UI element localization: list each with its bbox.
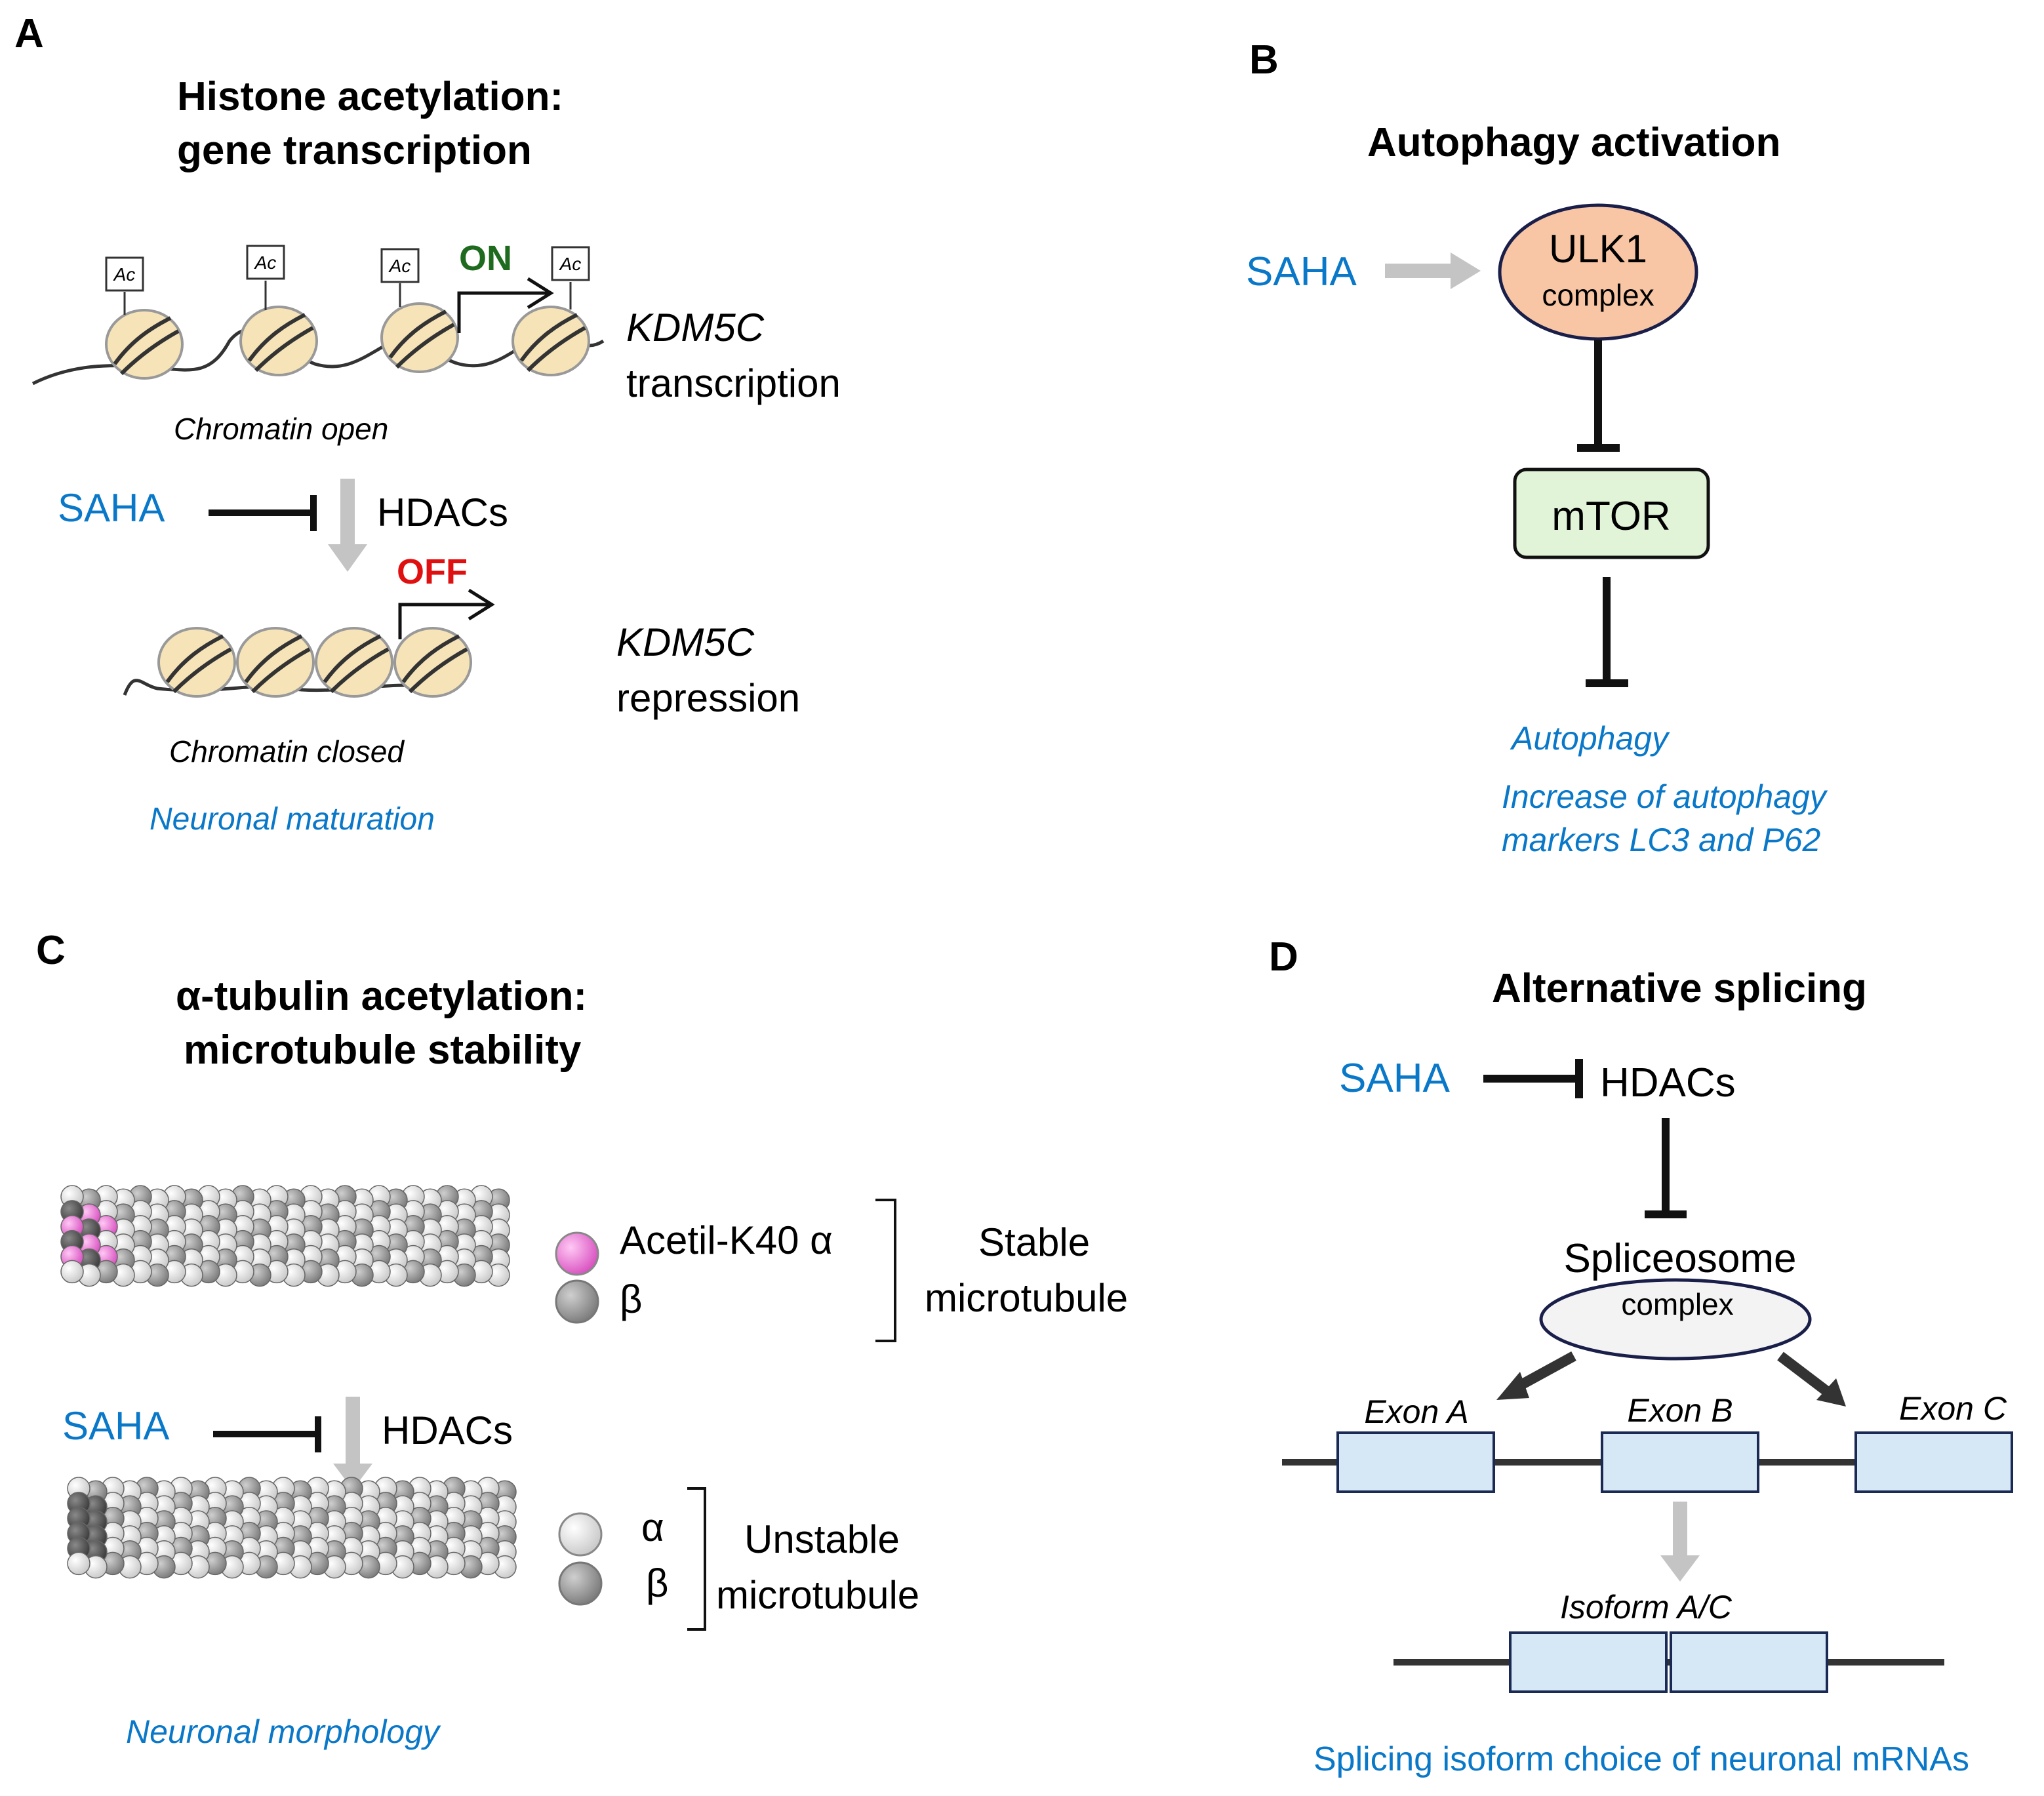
panel-a-title-line1: Histone acetylation: [177,74,563,119]
panel-c-title-line2: microtubule stability [184,1028,582,1073]
panel-d-title: Alternative splicing [1492,966,1867,1011]
panel-a-outcome: Neuronal maturation [150,802,435,837]
panel-c: C α-tubulin acetylation: microtubule sta… [36,928,1128,1750]
ac-tag-1: Ac [105,256,144,315]
unstable-label-line2: microtubule [716,1573,919,1617]
panel-a-letter: A [14,11,44,56]
beta-legend-dot [555,1279,599,1324]
alpha-legend-label: α [641,1506,664,1549]
beta-legend-label: β [620,1277,643,1321]
panel-b-title: Autophagy activation [1367,120,1780,165]
panel-a-drug: SAHA [58,486,165,530]
tubulin-subunit [60,1260,84,1284]
panel-b-outcome-line3: markers LC3 and P62 [1502,822,1821,858]
nucleosome-open-4 [511,306,590,376]
tubulin-subunit [67,1551,90,1576]
exon-b-box [1601,1431,1759,1493]
nucleosome-closed-1 [157,627,236,698]
ulk1-line2: complex [1542,278,1654,312]
ulk1-complex-node [1498,203,1698,341]
nucleosome-closed-2 [236,627,315,698]
chromatin-closed-label: Chromatin closed [169,734,405,768]
isoform-label: Isoform A/C [1560,1589,1733,1626]
arrow-to-exon-a-head [1496,1372,1529,1400]
panel-d-outcome: Splicing isoform choice of neuronal mRNA… [1313,1740,1969,1778]
unstable-microtubule-illustration [67,1477,517,1579]
ac-label-4: Ac [559,254,582,274]
beta2-legend-label: β [646,1561,669,1605]
panel-d: D Alternative splicing SAHA HDACs Splice… [1269,934,2013,1778]
panel-b-outcome-line1: Autophagy [1510,720,1670,757]
panel-b-gray-arrow-head [1451,252,1481,289]
exon-c-label: Exon C [1899,1390,2007,1427]
panel-c-outcome: Neuronal morphology [126,1713,441,1750]
exon-a-label: Exon A [1364,1393,1468,1430]
beta2-legend-dot [558,1561,603,1606]
panel-c-drug: SAHA [62,1404,169,1448]
nucleosome-open-3 [380,302,459,373]
acetyl-alpha-legend-dot [555,1231,599,1276]
ac-label-2: Ac [254,252,277,273]
unstable-label-line1: Unstable [744,1517,900,1561]
isoform-exon-a-box [1509,1631,1668,1693]
ac-tag-4: Ac [551,246,590,309]
panel-a-gray-arrow-head [328,544,367,572]
gene-off-name: KDM5C [616,620,755,664]
transcription-off-arrow [398,603,489,639]
ac-label-1: Ac [113,264,136,285]
panel-a: A Histone acetylation: gene transcriptio… [14,11,841,837]
gene-on-name: KDM5C [626,306,765,349]
nucleosome-open-1 [105,309,184,380]
panel-a-target: HDACs [377,490,508,534]
transcription-on-arrowhead [527,277,554,309]
ac-label-3: Ac [388,256,411,276]
stable-microtubule-illustration [60,1185,510,1287]
spliceosome-complex-node [1539,1278,1812,1361]
mtor-node [1513,468,1710,559]
panel-a-title-line2: gene transcription [177,128,532,173]
gene-off-effect: repression [616,676,800,720]
stable-label-line1: Stable [978,1220,1090,1264]
gene-on-effect: transcription [626,361,841,405]
panel-c-letter: C [36,928,66,973]
panel-c-gray-arrow-head [333,1464,372,1490]
arrow-to-exon-c-head [1816,1378,1846,1407]
arrow-to-exon-c [1777,1351,1833,1398]
spliceosome-label: Spliceosome [1564,1236,1797,1281]
panel-d-drug: SAHA [1339,1056,1450,1101]
panel-b: B Autophagy activation SAHA ULK1 complex… [1246,37,1828,858]
exon-b-label: Exon B [1627,1392,1733,1429]
nucleosome-open-2 [239,306,318,376]
transcription-on-arrow [457,291,548,333]
alpha-legend-dot [558,1512,603,1557]
panel-b-drug: SAHA [1246,249,1357,294]
panel-d-target: HDACs [1600,1060,1736,1106]
unstable-bracket [687,1487,706,1631]
on-label: ON [459,239,512,278]
panel-d-gray-arrow-head [1660,1555,1700,1582]
panel-d-letter: D [1269,934,1298,980]
panel-b-outcome-line2: Increase of autophagy [1502,778,1828,815]
panel-c-title-line1: α-tubulin acetylation: [176,974,587,1019]
nucleosome-closed-4 [393,627,472,698]
exon-c-box [1854,1431,2013,1493]
nucleosome-closed-3 [315,627,393,698]
isoform-exon-c-box [1670,1631,1828,1693]
acetyl-alpha-legend-label: Acetil-K40 α [620,1218,833,1262]
stable-bracket [875,1199,896,1342]
panel-c-target: HDACs [382,1408,513,1452]
off-label: OFF [397,552,468,591]
mtor-label: mTOR [1552,494,1670,539]
chromatin-open-label: Chromatin open [174,412,388,446]
stable-label-line2: microtubule [925,1276,1128,1320]
transcription-off-arrowhead [468,588,495,621]
ac-tag-2: Ac [246,245,285,310]
exon-a-box [1336,1431,1495,1493]
spliceosome-complex-label: complex [1621,1287,1733,1321]
ulk1-line1: ULK1 [1549,227,1647,271]
panel-b-letter: B [1249,37,1279,83]
ac-tag-3: Ac [380,248,420,307]
